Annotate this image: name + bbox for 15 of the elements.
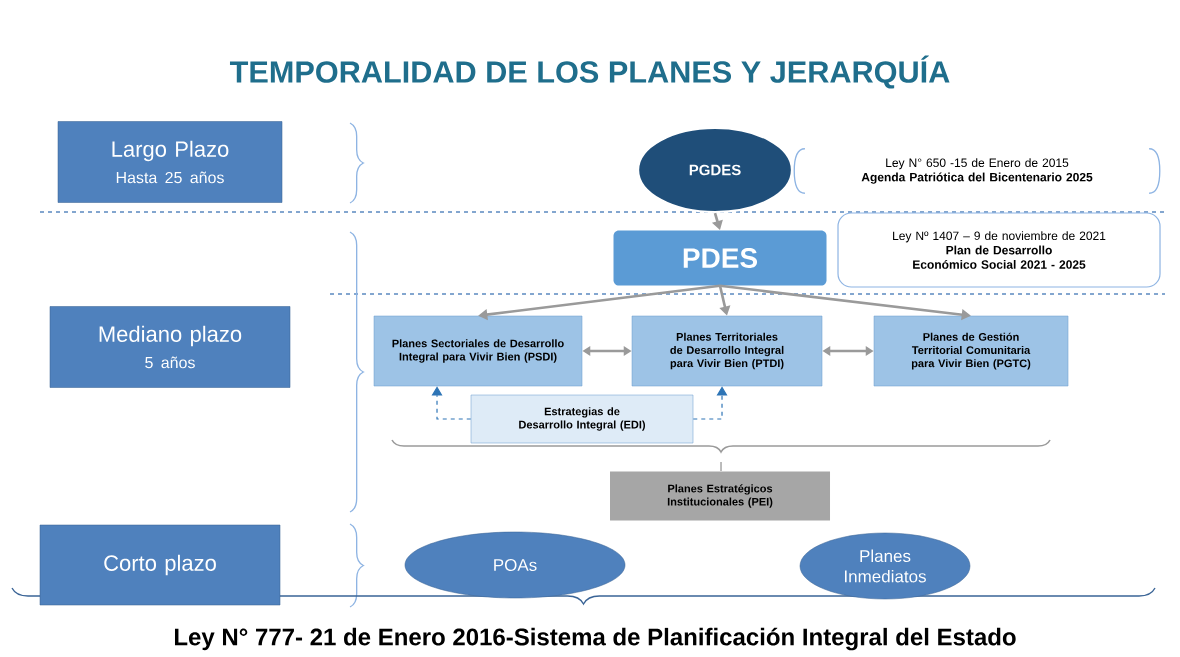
period-box: Mediano plazo 5 años xyxy=(49,306,291,388)
plan-box: PDES xyxy=(613,230,827,286)
title: TEMPORALIDAD DE LOS PLANES Y JERARQUÍA xyxy=(230,55,950,89)
strategy-box: Estrategias de Desarrollo Integral (EDI) xyxy=(470,394,694,444)
arrow xyxy=(692,386,728,420)
plan-box: Planes Territoriales de Desarrollo Integral para Vivir Bien (PTDI) xyxy=(631,315,823,387)
plan-box: Planes Estratégicos Institucionales (PEI) xyxy=(610,471,830,521)
law-caption: Ley N° 777- 21 de Enero 2016-Sistema de Planificación Integral del Estado xyxy=(175,627,1016,651)
period-box: Corto plazo xyxy=(39,524,281,606)
arrow xyxy=(431,386,472,420)
law-note: Ley N° 650 -15 de Enero de 2015 Agenda Patriótica del Bicentenario 2025 xyxy=(793,148,1161,194)
plan-box: Planes de Gestión Territorial Comunitaria para Vivir Bien (PGTC) xyxy=(873,315,1069,387)
plan-box: Planes Sectoriales de Desarrollo Integral para Vivir Bien (PSDI) xyxy=(373,315,583,387)
period-box: Largo Plazo Hasta 25 años xyxy=(57,121,283,203)
law-note: Ley Nº 1407 – 9 de noviembre de 2021 Plan de Desarrollo Económico Social 2021 - 2025 xyxy=(837,212,1161,288)
